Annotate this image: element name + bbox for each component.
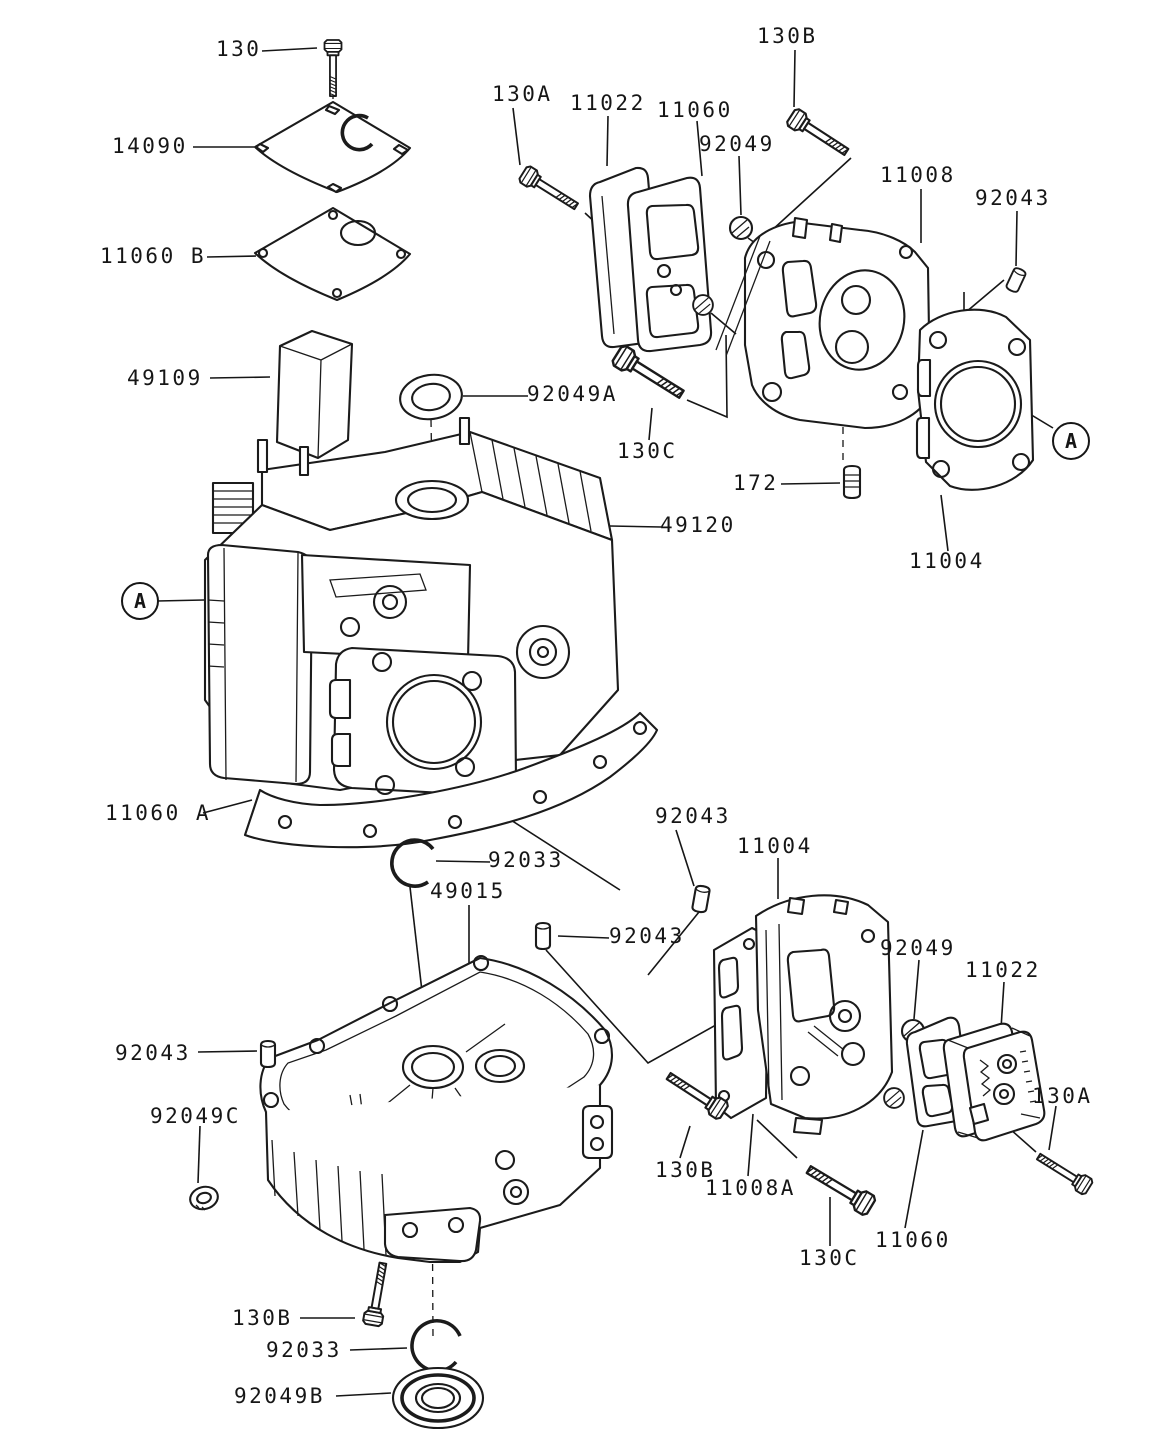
bolt-130c-top (609, 343, 689, 406)
part-label-92033-mid[interactable]: 92033 (488, 848, 564, 872)
snap-ring-92033-mid (390, 838, 435, 888)
part-label-130a-bottom[interactable]: 130A (1032, 1084, 1093, 1108)
view-marker-a-left: A (121, 582, 159, 620)
cylinder-crankcase-49120 (203, 416, 620, 798)
part-label-92043-left[interactable]: 92043 (115, 1041, 191, 1065)
part-label-11060-bottom[interactable]: 11060 (875, 1228, 951, 1252)
part-label-130[interactable]: 130 (216, 37, 262, 61)
part-label-130b-left[interactable]: 130B (232, 1306, 293, 1330)
plug-92049c (189, 1185, 219, 1211)
oil-seal-92049b (391, 1366, 485, 1430)
head-gasket-11004-topright (915, 308, 1035, 491)
valve-cover-11022-bottom (942, 1022, 1046, 1142)
bolt-130c-bottom (801, 1159, 878, 1218)
cover-plate-14090 (253, 100, 412, 194)
part-label-130b-cluster[interactable]: 130B (655, 1158, 716, 1182)
part-label-49109[interactable]: 49109 (127, 366, 203, 390)
part-label-11060-top[interactable]: 11060 (657, 98, 733, 122)
gasket-11060-b (253, 206, 412, 302)
dowel-pin-92043-mid (534, 921, 552, 951)
part-label-49015[interactable]: 49015 (430, 879, 506, 903)
view-marker-a-right: A (1052, 422, 1090, 460)
snap-ring-92033-bottom (410, 1318, 462, 1373)
dowel-pin-92043-cluster (690, 883, 712, 915)
bolt-130b-left (361, 1260, 394, 1328)
part-label-130b-top[interactable]: 130B (757, 24, 818, 48)
bolt-130b-top (784, 106, 853, 162)
part-label-11008[interactable]: 11008 (880, 163, 956, 187)
part-label-14090[interactable]: 14090 (112, 134, 188, 158)
box-49109 (275, 329, 354, 460)
part-label-92043-cluster[interactable]: 92043 (655, 804, 731, 828)
part-label-11008a[interactable]: 11008A (705, 1176, 796, 1200)
part-label-11004-topright[interactable]: 11004 (909, 549, 985, 573)
bolt-130 (323, 39, 343, 97)
dowel-pin-92043-left (259, 1039, 277, 1069)
cover-gasket-11060-top (626, 176, 713, 353)
part-label-130c-top[interactable]: 130C (617, 439, 678, 463)
part-label-11060-b[interactable]: 11060 B (100, 244, 207, 268)
part-label-92043-mid[interactable]: 92043 (609, 924, 685, 948)
part-label-92049-bottom[interactable]: 92049 (880, 936, 956, 960)
crankcase-cover-49015 (259, 954, 614, 1264)
part-label-11022-top[interactable]: 11022 (570, 91, 646, 115)
bolt-130a-bottom (1032, 1147, 1095, 1197)
seal-ring-92049a (399, 373, 463, 421)
part-label-92033-bottom[interactable]: 92033 (266, 1338, 342, 1362)
part-label-92043-topright[interactable]: 92043 (975, 186, 1051, 210)
part-label-11004-bottom[interactable]: 11004 (737, 834, 813, 858)
part-label-49120[interactable]: 49120 (660, 513, 736, 537)
part-label-92049-top[interactable]: 92049 (699, 132, 775, 156)
part-label-172[interactable]: 172 (733, 471, 779, 495)
part-label-92049a[interactable]: 92049A (527, 382, 618, 406)
part-label-130a-top[interactable]: 130A (492, 82, 553, 106)
part-label-11060-a[interactable]: 11060 A (105, 801, 212, 825)
part-label-130c-bottom[interactable]: 130C (799, 1246, 860, 1270)
part-label-92049b[interactable]: 92049B (234, 1384, 325, 1408)
part-label-11022-bottom[interactable]: 11022 (965, 958, 1041, 982)
dowel-pin-92043-topright (1004, 265, 1028, 295)
cylinder-head-11008 (715, 216, 932, 430)
set-screw-172 (842, 464, 862, 500)
cylinder-head-11004-bottom (754, 894, 894, 1136)
part-label-92049c[interactable]: 92049C (150, 1104, 241, 1128)
